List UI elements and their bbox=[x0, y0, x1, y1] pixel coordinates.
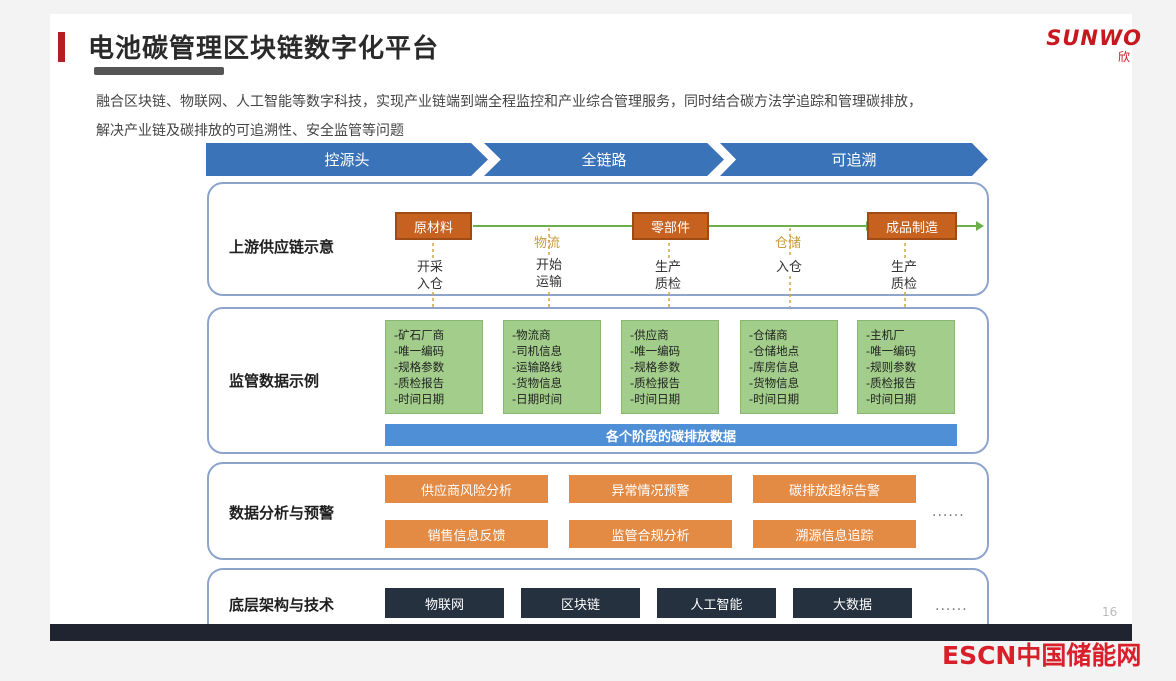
data-card-logistics: -物流商 -司机信息 -运输路线 -货物信息 -日期时间 bbox=[503, 320, 601, 414]
page-number: 16 bbox=[1102, 605, 1118, 619]
data-card-oem: -主机厂 -唯一编码 -规则参数 -质检报告 -时间日期 bbox=[857, 320, 955, 414]
card-4-line-2: -仓储地点 bbox=[749, 344, 800, 358]
carbon-emission-bar: 各个阶段的碳排放数据 bbox=[385, 424, 957, 446]
node-raw-material: 原材料 bbox=[395, 212, 472, 240]
sub-step-2: 开始 运输 bbox=[536, 257, 562, 291]
card-5-line-4: -质检报告 bbox=[866, 376, 917, 390]
stage-chevron-3: 可追溯 bbox=[720, 143, 988, 176]
title-underline-strip bbox=[94, 67, 224, 75]
flow-arrow-head-3 bbox=[976, 221, 984, 231]
card-1-line-5: -时间日期 bbox=[394, 392, 445, 406]
sub-step-3-line1: 生产 bbox=[655, 260, 682, 275]
bottom-band bbox=[50, 624, 1132, 641]
label-warehousing: 仓储 bbox=[775, 236, 802, 251]
upstream-section bbox=[207, 182, 989, 296]
brand-logo: SUNWO bbox=[1046, 26, 1142, 50]
node-components: 零部件 bbox=[632, 212, 709, 240]
card-3-line-1: -供应商 bbox=[630, 328, 669, 342]
sub-step-4-line1: 入仓 bbox=[776, 260, 803, 275]
analysis-title: 数据分析与预警 bbox=[229, 504, 335, 522]
card-2-line-3: -运输路线 bbox=[512, 360, 563, 374]
monitoring-title: 监管数据示例 bbox=[229, 372, 320, 390]
card-5-line-5: -时间日期 bbox=[866, 392, 917, 406]
card-1-line-4: -质检报告 bbox=[394, 376, 445, 390]
sub-step-1-line1: 开采 bbox=[417, 260, 444, 275]
sub-step-2-line2: 运输 bbox=[536, 275, 563, 290]
card-1-line-2: -唯一编码 bbox=[394, 344, 445, 358]
stage-chevron-2: 全链路 bbox=[484, 143, 724, 176]
sub-step-2-line1: 开始 bbox=[536, 258, 563, 273]
stage-chevron-1: 控源头 bbox=[206, 143, 488, 176]
card-1-line-3: -规格参数 bbox=[394, 360, 445, 374]
card-3-line-2: -唯一编码 bbox=[630, 344, 681, 358]
escn-watermark: ESCN中国储能网 bbox=[942, 641, 1142, 670]
analysis-item-anomaly-alert: 异常情况预警 bbox=[569, 475, 732, 503]
card-2-line-4: -货物信息 bbox=[512, 376, 563, 390]
card-2-line-5: -日期时间 bbox=[512, 392, 563, 406]
infra-more: ...... bbox=[935, 598, 968, 614]
infra-title: 底层架构与技术 bbox=[229, 596, 335, 614]
card-5-line-3: -规则参数 bbox=[866, 360, 917, 374]
tech-big-data: 大数据 bbox=[793, 588, 912, 618]
card-3-line-4: -质检报告 bbox=[630, 376, 681, 390]
analysis-item-supplier-risk: 供应商风险分析 bbox=[385, 475, 548, 503]
label-logistics: 物流 bbox=[534, 236, 561, 251]
data-card-supplier: -供应商 -唯一编码 -规格参数 -质检报告 -时间日期 bbox=[621, 320, 719, 414]
sub-step-5: 生产 质检 bbox=[891, 259, 917, 293]
description-line-2: 解决产业链及碳排放的可追溯性、安全监管等问题 bbox=[96, 123, 404, 139]
title-accent-bar bbox=[58, 32, 65, 62]
card-3-line-5: -时间日期 bbox=[630, 392, 681, 406]
sub-step-1: 开采 入仓 bbox=[417, 259, 443, 293]
card-3-line-3: -规格参数 bbox=[630, 360, 681, 374]
card-4-line-5: -时间日期 bbox=[749, 392, 800, 406]
sub-step-5-line1: 生产 bbox=[891, 260, 918, 275]
card-2-line-1: -物流商 bbox=[512, 328, 551, 342]
sub-step-3: 生产 质检 bbox=[655, 259, 681, 293]
sub-step-3-line2: 质检 bbox=[655, 277, 682, 292]
page-title: 电池碳管理区块链数字化平台 bbox=[88, 34, 440, 64]
analysis-item-traceability: 溯源信息追踪 bbox=[753, 520, 916, 548]
analysis-more: ...... bbox=[932, 504, 965, 520]
description: 融合区块链、物联网、人工智能等数字科技，实现产业链端到端全程监控和产业综合管理服… bbox=[96, 88, 1116, 146]
sub-step-1-line2: 入仓 bbox=[417, 277, 444, 292]
sub-step-4: 入仓 bbox=[776, 259, 802, 276]
card-4-line-3: -库房信息 bbox=[749, 360, 800, 374]
description-line-1: 融合区块链、物联网、人工智能等数字科技，实现产业链端到端全程监控和产业综合管理服… bbox=[96, 94, 922, 110]
data-card-mining: -矿石厂商 -唯一编码 -规格参数 -质检报告 -时间日期 bbox=[385, 320, 483, 414]
card-5-line-2: -唯一编码 bbox=[866, 344, 917, 358]
brand-logo-sub: 欣 bbox=[1117, 50, 1130, 64]
card-5-line-1: -主机厂 bbox=[866, 328, 905, 342]
card-4-line-4: -货物信息 bbox=[749, 376, 800, 390]
analysis-item-compliance: 监管合规分析 bbox=[569, 520, 732, 548]
card-2-line-2: -司机信息 bbox=[512, 344, 563, 358]
node-manufacturing: 成品制造 bbox=[867, 212, 957, 240]
analysis-item-carbon-alert: 碳排放超标告警 bbox=[753, 475, 916, 503]
sub-step-5-line2: 质检 bbox=[891, 277, 918, 292]
tech-iot: 物联网 bbox=[385, 588, 504, 618]
data-card-warehouse: -仓储商 -仓储地点 -库房信息 -货物信息 -时间日期 bbox=[740, 320, 838, 414]
card-1-line-1: -矿石厂商 bbox=[394, 328, 445, 342]
tech-blockchain: 区块链 bbox=[521, 588, 640, 618]
analysis-item-sales-feedback: 销售信息反馈 bbox=[385, 520, 548, 548]
tech-ai: 人工智能 bbox=[657, 588, 776, 618]
card-4-line-1: -仓储商 bbox=[749, 328, 788, 342]
upstream-title: 上游供应链示意 bbox=[229, 238, 335, 256]
